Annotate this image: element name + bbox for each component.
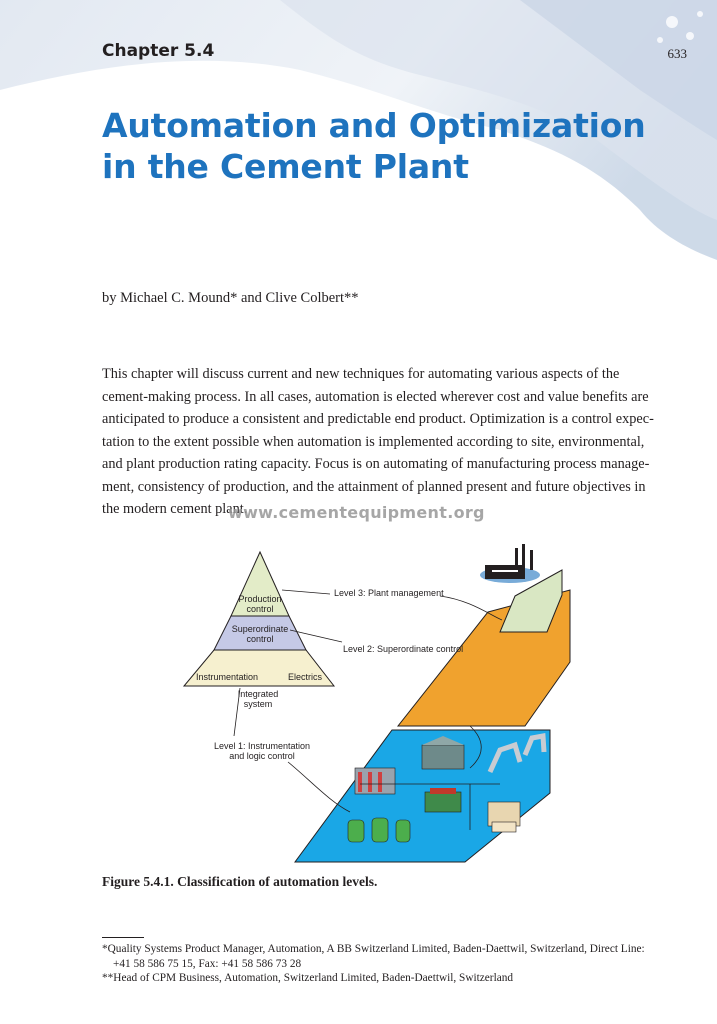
chapter-title: Automation and Optimization in the Cemen… xyxy=(102,105,646,187)
footnote-2: **Head of CPM Business, Automation, Swit… xyxy=(102,972,514,984)
footnote-1-line-2: +41 58 586 75 15, Fax: +41 58 586 73 28 xyxy=(113,957,302,970)
header-background-art xyxy=(0,0,717,260)
page-number: 633 xyxy=(667,46,688,61)
integrated-label-1: Integrated xyxy=(238,689,279,699)
automation-pyramid: Production control Superordinate control… xyxy=(182,550,336,709)
level1-label-1: Level 1: Instrumentation xyxy=(214,741,310,751)
automation-levels-figure: Production control Superordinate control… xyxy=(182,544,571,863)
abstract-line: cement-making process. In all cases, aut… xyxy=(102,388,649,405)
abstract-paragraph: This chapter will discuss current and ne… xyxy=(102,363,662,521)
title-line-1: Automation and Optimization xyxy=(102,106,646,145)
footnote-1-line-1: *Quality Systems Product Manager, Automa… xyxy=(102,943,645,955)
abstract-line: ment, consistency of production, and the… xyxy=(102,478,646,495)
pyramid-instrumentation-electrics xyxy=(182,649,336,687)
title-line-2: in the Cement Plant xyxy=(102,147,469,186)
author-byline: by Michael C. Mound* and Clive Colbert** xyxy=(102,290,359,306)
chapter-label: Chapter 5.4 xyxy=(102,41,215,61)
abstract-line: and plant production rating capacity. Fo… xyxy=(102,456,650,472)
level2-label: Level 2: Superordinate control xyxy=(343,644,463,654)
figure-caption: Figure 5.4.1. Classification of automati… xyxy=(102,874,378,889)
abstract-line: This chapter will discuss current and ne… xyxy=(102,366,620,382)
abstract-line: tation to the extent possible when autom… xyxy=(102,433,645,450)
level3-label: Level 3: Plant management xyxy=(334,588,444,598)
leader-lines xyxy=(233,589,503,813)
watermark: www.cementequipment.org xyxy=(228,503,485,522)
pyramid-base-left-label: Instrumentation xyxy=(196,672,258,682)
footnote-rule xyxy=(102,937,144,938)
pyramid-top-label-1: Production xyxy=(238,594,281,604)
pyramid-base-right-label: Electrics xyxy=(288,672,323,682)
plant-management-building-icon xyxy=(480,544,540,583)
pyramid-top-label-2: control xyxy=(246,604,273,614)
level1-equipment-icons xyxy=(347,725,547,843)
pyramid-mid-label-2: control xyxy=(246,634,273,644)
integrated-label-2: system xyxy=(244,699,273,709)
level3-plane xyxy=(499,569,563,633)
level1-label-2: and logic control xyxy=(229,751,295,761)
abstract-line: the modern cement plant. xyxy=(102,501,248,517)
footnotes: *Quality Systems Product Manager, Automa… xyxy=(102,942,682,986)
abstract-line: anticipated to produce a consistent and … xyxy=(102,411,654,427)
pyramid-mid-label-1: Superordinate xyxy=(232,624,289,634)
